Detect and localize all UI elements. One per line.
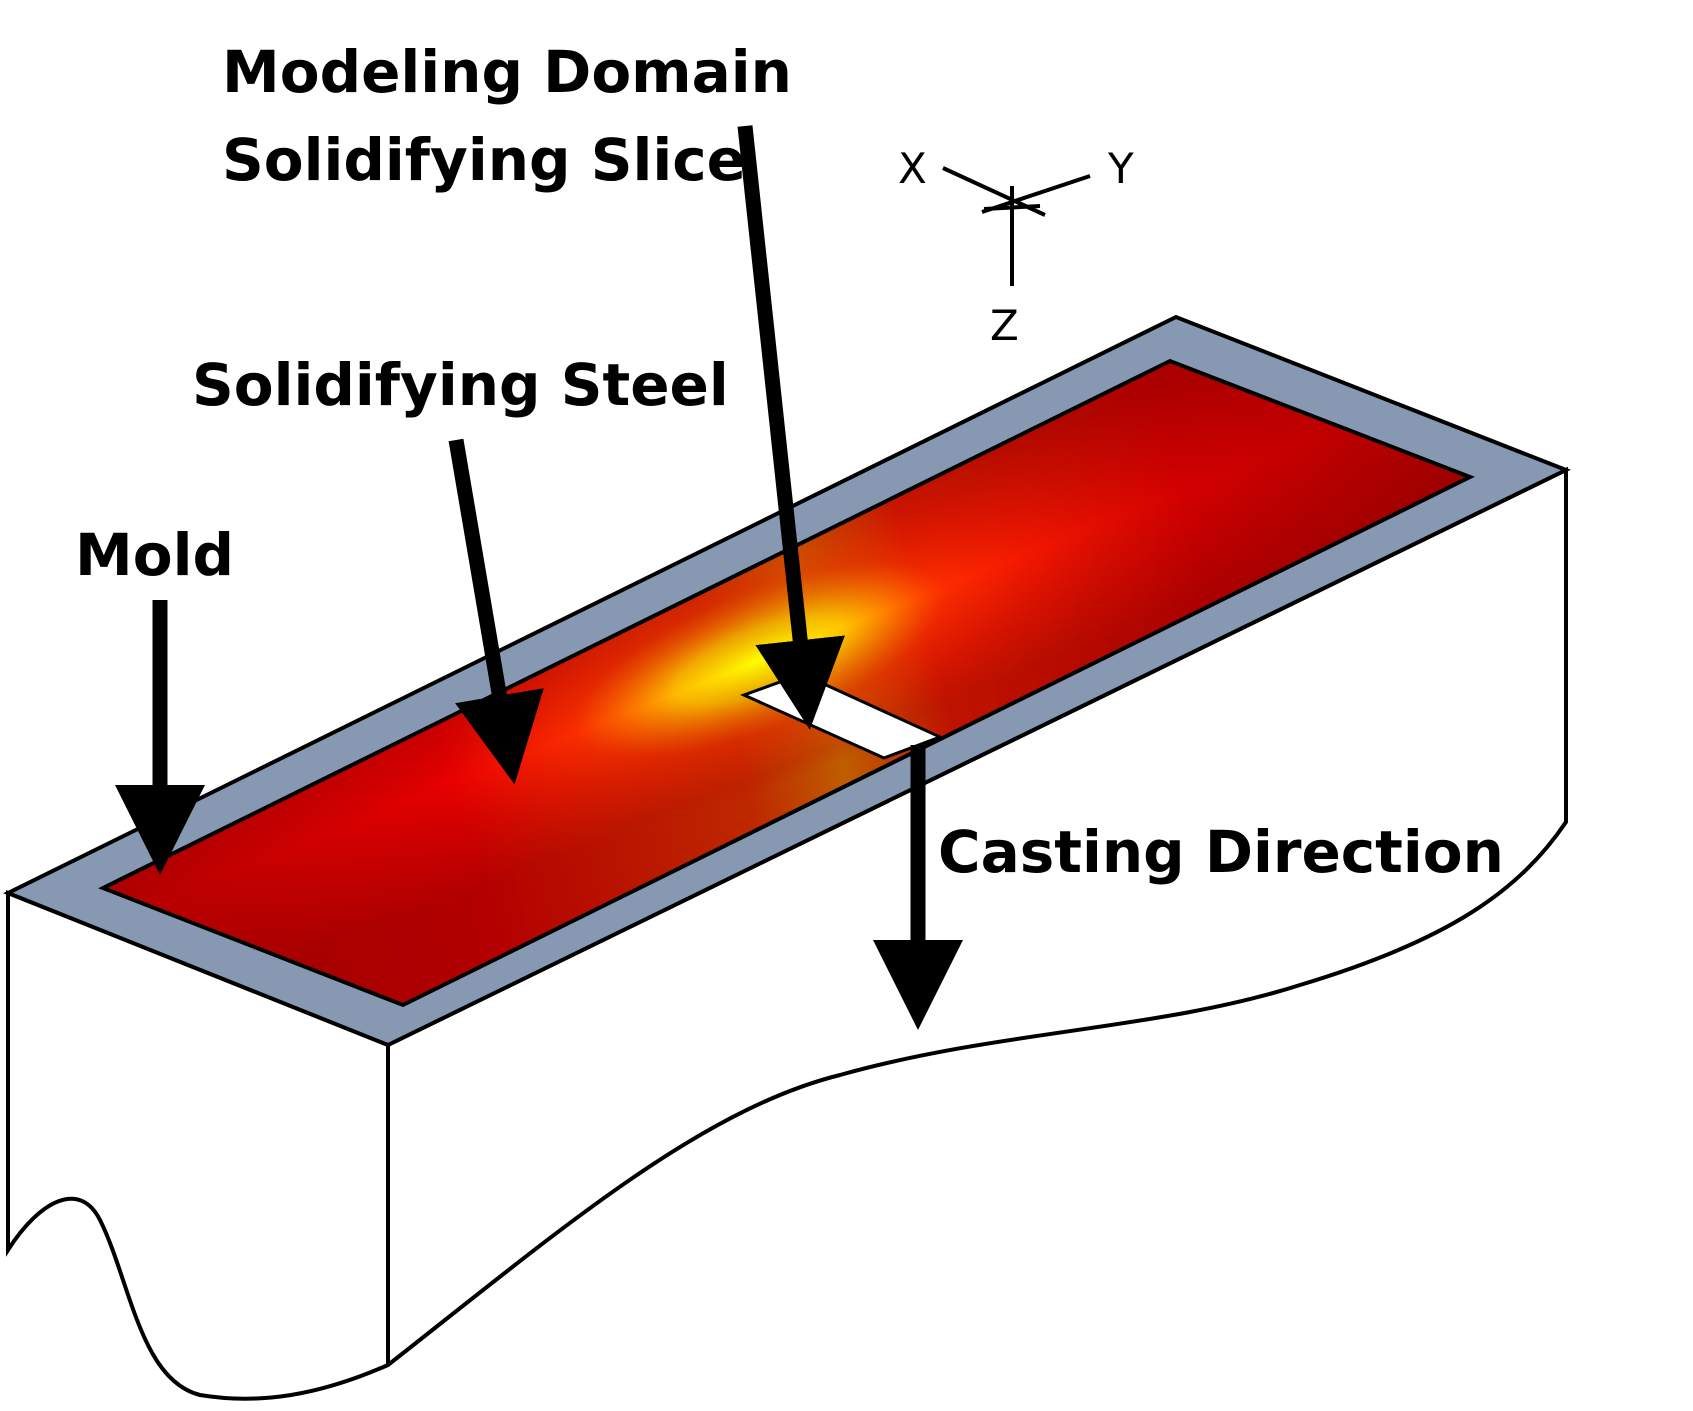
modeling-domain-arrow <box>737 125 845 730</box>
casting-direction-label: Casting Direction <box>938 818 1504 886</box>
axis-z-label: Z <box>990 301 1019 350</box>
solidifying-steel-label: Solidifying Steel <box>192 351 729 419</box>
axis-y-label: Y <box>1107 144 1134 193</box>
modeling-domain-label: Modeling Domain <box>222 38 792 106</box>
axes-icon <box>942 166 1091 286</box>
mold-label: Mold <box>75 521 234 589</box>
solidifying-slice-label: Solidifying Slice <box>222 126 746 194</box>
solidifying-steel-arrow <box>448 438 544 785</box>
strand-body <box>6 466 1568 1401</box>
axis-x-label: X <box>898 144 927 193</box>
